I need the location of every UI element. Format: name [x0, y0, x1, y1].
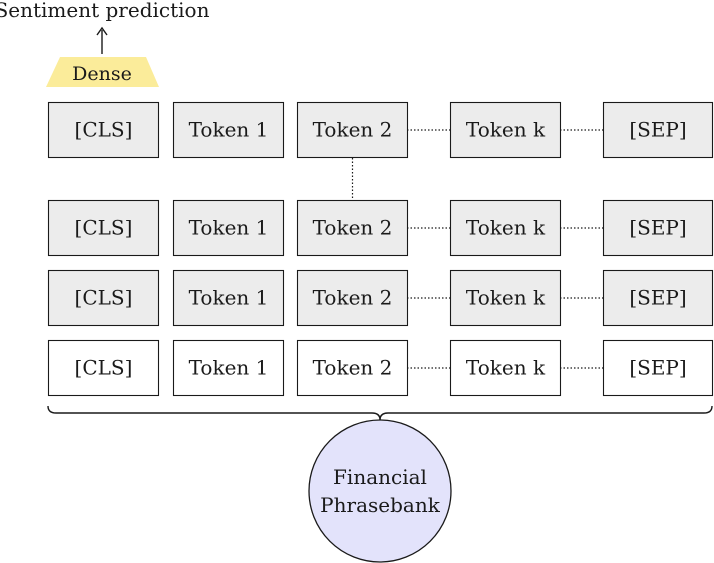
token-label: Token 2 — [313, 216, 393, 240]
token-label: Token 1 — [189, 216, 269, 240]
token-box-frame — [602, 199, 714, 257]
dataset-label-line-2: Phrasebank — [320, 493, 441, 517]
token-grid: [CLS] Token 1 Token 2 Token k [SEP] [CLS] Toke… — [47, 101, 714, 397]
dataset-label-line-1: Financial — [333, 465, 427, 489]
token-label: [CLS] — [75, 118, 133, 142]
token-label: Token 1 — [189, 118, 269, 142]
dense-layer: Dense — [46, 57, 159, 87]
token-box-token-1: Token 1 — [172, 199, 285, 257]
token-box-frame — [296, 269, 409, 327]
token-row: [CLS] Token 1 Token 2 Token k [SEP] — [47, 339, 714, 397]
token-box-frame — [449, 269, 562, 327]
token-box-token-1: Token 1 — [172, 339, 285, 397]
token-label: [CLS] — [75, 216, 133, 240]
token-box-token-k: Token k — [449, 199, 562, 257]
token-box-frame — [602, 339, 714, 397]
token-label: [CLS] — [75, 286, 133, 310]
token-box-frame — [296, 339, 409, 397]
token-box-frame — [296, 101, 409, 159]
token-label: [SEP] — [629, 356, 686, 380]
token-box-frame — [449, 101, 562, 159]
token-label: Token k — [466, 286, 546, 310]
token-row: [CLS] Token 1 Token 2 Token k [SEP] — [47, 199, 714, 257]
token-box-token-2: Token 2 — [296, 199, 409, 257]
token-label: Token k — [466, 216, 546, 240]
token-box-token-1: Token 1 — [172, 269, 285, 327]
token-row: [CLS] Token 1 Token 2 Token k [SEP] — [47, 269, 714, 327]
token-box-frame — [449, 199, 562, 257]
token-label: [CLS] — [75, 356, 133, 380]
output-label: Sentiment prediction — [0, 0, 210, 22]
token-box-token-2: Token 2 — [296, 101, 409, 159]
brace — [47, 405, 713, 421]
token-box-frame — [47, 199, 160, 257]
token-box-token-k: Token k — [449, 269, 562, 327]
token-box-sep: [SEP] — [602, 269, 714, 327]
token-label: Token 1 — [189, 356, 269, 380]
token-box-frame — [47, 101, 160, 159]
token-box-frame — [602, 269, 714, 327]
token-label: Token 2 — [313, 356, 393, 380]
token-box-frame — [172, 339, 285, 397]
token-box-sep: [SEP] — [602, 199, 714, 257]
token-box-token-k: Token k — [449, 101, 562, 159]
token-label: [SEP] — [629, 286, 686, 310]
token-box-token-1: Token 1 — [172, 101, 285, 159]
token-box-frame — [296, 199, 409, 257]
token-box-token-k: Token k — [449, 339, 562, 397]
token-box-frame — [602, 101, 714, 159]
token-box-frame — [172, 199, 285, 257]
token-label: Token 1 — [189, 286, 269, 310]
token-label: Token 2 — [313, 118, 393, 142]
token-box-sep: [SEP] — [602, 339, 714, 397]
token-row: [CLS] Token 1 Token 2 Token k [SEP] — [47, 101, 714, 159]
token-box-frame — [47, 269, 160, 327]
token-box-cls: [CLS] — [47, 269, 160, 327]
token-box-frame — [172, 101, 285, 159]
up-arrow-icon — [96, 26, 108, 54]
token-box-cls: [CLS] — [47, 339, 160, 397]
dataset-node: Financial Phrasebank — [308, 419, 452, 563]
token-label: Token 2 — [313, 286, 393, 310]
token-label: [SEP] — [629, 216, 686, 240]
token-label: [SEP] — [629, 118, 686, 142]
token-label: Token k — [466, 118, 546, 142]
token-box-frame — [47, 339, 160, 397]
token-box-token-2: Token 2 — [296, 269, 409, 327]
token-box-cls: [CLS] — [47, 199, 160, 257]
token-box-token-2: Token 2 — [296, 339, 409, 397]
token-label: Token k — [466, 356, 546, 380]
token-box-frame — [449, 339, 562, 397]
dense-label: Dense — [72, 63, 132, 85]
token-box-frame — [172, 269, 285, 327]
token-box-sep: [SEP] — [602, 101, 714, 159]
token-box-cls: [CLS] — [47, 101, 160, 159]
